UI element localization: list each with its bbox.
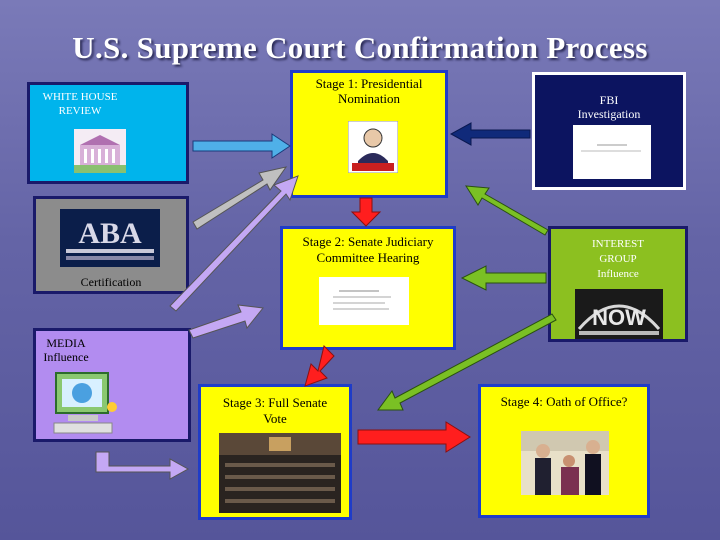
- certification-label: Certification: [80, 275, 142, 289]
- arrow-media-to-stage2: [188, 304, 264, 339]
- fbi-document-image: [573, 125, 651, 179]
- page-title: U.S. Supreme Court Confirmation Process: [72, 30, 648, 65]
- media-influence-box[interactable]: MEDIA Influence: [33, 328, 191, 442]
- oath-ceremony-photo: [521, 431, 609, 495]
- stage2-senate-judiciary-box[interactable]: Stage 2: Senate Judiciary Committee Hear…: [280, 226, 456, 350]
- white-house-review-label: WHITE HOUSE REVIEW: [42, 91, 118, 117]
- now-logo-text: NOW: [592, 305, 646, 330]
- aba-logo: ABA: [60, 209, 160, 267]
- senate-chamber-photo: [219, 433, 341, 513]
- fbi-investigation-label: FBI Investigation: [577, 93, 641, 121]
- arrow-stage2-to-stage3: [304, 345, 335, 387]
- arrow-fbi-to-stage2: [465, 185, 549, 236]
- fbi-investigation-box[interactable]: FBI Investigation: [532, 72, 686, 190]
- stage4-label: Stage 4: Oath of Office?: [500, 394, 628, 409]
- arrow-media-to-stage3: [95, 451, 190, 480]
- interest-group-label: INTEREST GROUP Influence: [592, 238, 644, 280]
- arrow-stage1-to-stage2: [350, 197, 382, 227]
- white-house-icon: [74, 129, 126, 173]
- arrow-whitehouse-to-stage1: [192, 133, 291, 159]
- stage2-label: Stage 2: Senate Judiciary Committee Hear…: [302, 234, 434, 265]
- computer-icon: [50, 367, 120, 437]
- arrow-interest-to-stage3: [377, 313, 557, 411]
- stage4-oath-of-office-box[interactable]: Stage 4: Oath of Office?: [478, 384, 650, 518]
- white-house-review-box[interactable]: WHITE HOUSE REVIEW: [27, 82, 189, 184]
- now-logo: NOW: [575, 289, 663, 339]
- arrow-aba-to-stage1: [192, 166, 288, 230]
- aba-certification-box[interactable]: ABA Certification: [33, 196, 189, 294]
- hearing-document-image: [319, 277, 409, 325]
- media-influence-label: MEDIA Influence: [43, 336, 89, 364]
- president-portrait-icon: [347, 120, 399, 174]
- stage1-label: Stage 1: Presidential Nomination: [315, 76, 423, 106]
- arrow-media-to-stage1-long: [169, 175, 299, 312]
- arrow-fbi-to-stage1: [449, 122, 531, 146]
- arrow-stage3-to-stage4: [357, 421, 471, 453]
- stage3-label: Stage 3: Full Senate Vote: [222, 395, 328, 426]
- arrow-interest-to-stage2: [460, 265, 547, 291]
- stage3-full-senate-vote-box[interactable]: Stage 3: Full Senate Vote: [198, 384, 352, 520]
- aba-logo-text: ABA: [78, 217, 142, 250]
- stage1-presidential-nomination-box[interactable]: Stage 1: Presidential Nomination: [290, 70, 448, 198]
- interest-group-influence-box[interactable]: INTEREST GROUP Influence NOW: [548, 226, 688, 342]
